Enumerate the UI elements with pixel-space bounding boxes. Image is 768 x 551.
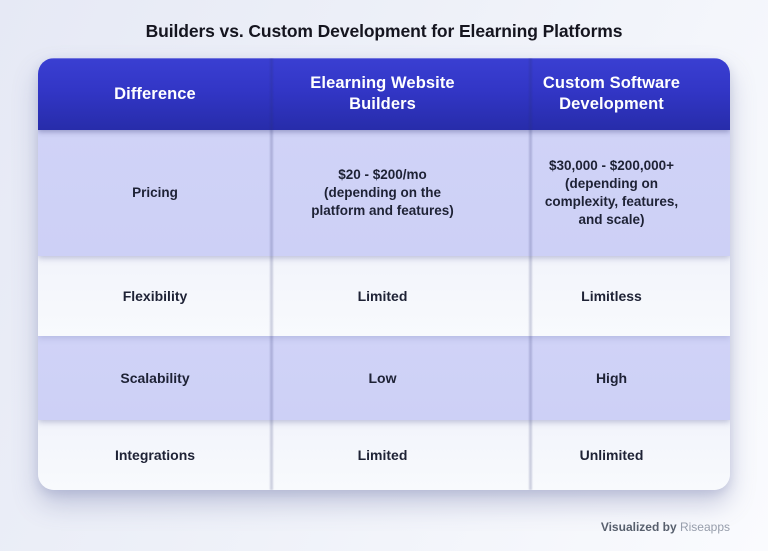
cell-pricing-label: Pricing — [132, 184, 178, 200]
table-row-pricing: Pricing $20 - $200/mo (depending on the … — [38, 130, 730, 256]
cell-integrations-custom: Unlimited — [579, 446, 644, 463]
cell-flexibility-builders: Limited — [357, 287, 408, 304]
table-row-integrations: Integrations Limited Unlimited — [38, 420, 730, 490]
cell-scalability-builders: Low — [368, 369, 397, 386]
cell-scalability-custom: High — [595, 369, 628, 386]
comparison-table: Difference Elearning Website Builders Cu… — [38, 58, 730, 490]
header-cell-builders: Elearning Website Builders — [310, 74, 455, 113]
attribution: Visualized by Riseapps — [601, 520, 730, 534]
cell-pricing-builders: $20 - $200/mo (depending on the platform… — [311, 166, 454, 219]
cell-flexibility-custom: Limitless — [581, 287, 642, 304]
cell-pricing-custom: $30,000 - $200,000+ (depending on comple… — [544, 157, 679, 228]
cell-scalability-label: Scalability — [120, 369, 190, 386]
cell-integrations-label: Integrations — [114, 446, 196, 463]
header-cell-custom-development: Custom Software Development — [542, 74, 681, 113]
page-title: Builders vs. Custom Development for Elea… — [145, 21, 623, 41]
cell-flexibility-label: Flexibility — [122, 287, 188, 304]
cell-integrations-builders: Limited — [357, 446, 408, 463]
table-row-flexibility: Flexibility Limited Limitless — [38, 256, 730, 336]
attribution-prefix: Visualized by — [600, 520, 677, 534]
table-header-row: Difference Elearning Website Builders Cu… — [38, 58, 730, 130]
attribution-brand: Riseapps — [679, 520, 730, 534]
table-row-scalability: Scalability Low High — [38, 336, 730, 420]
header-cell-difference: Difference — [114, 84, 196, 103]
